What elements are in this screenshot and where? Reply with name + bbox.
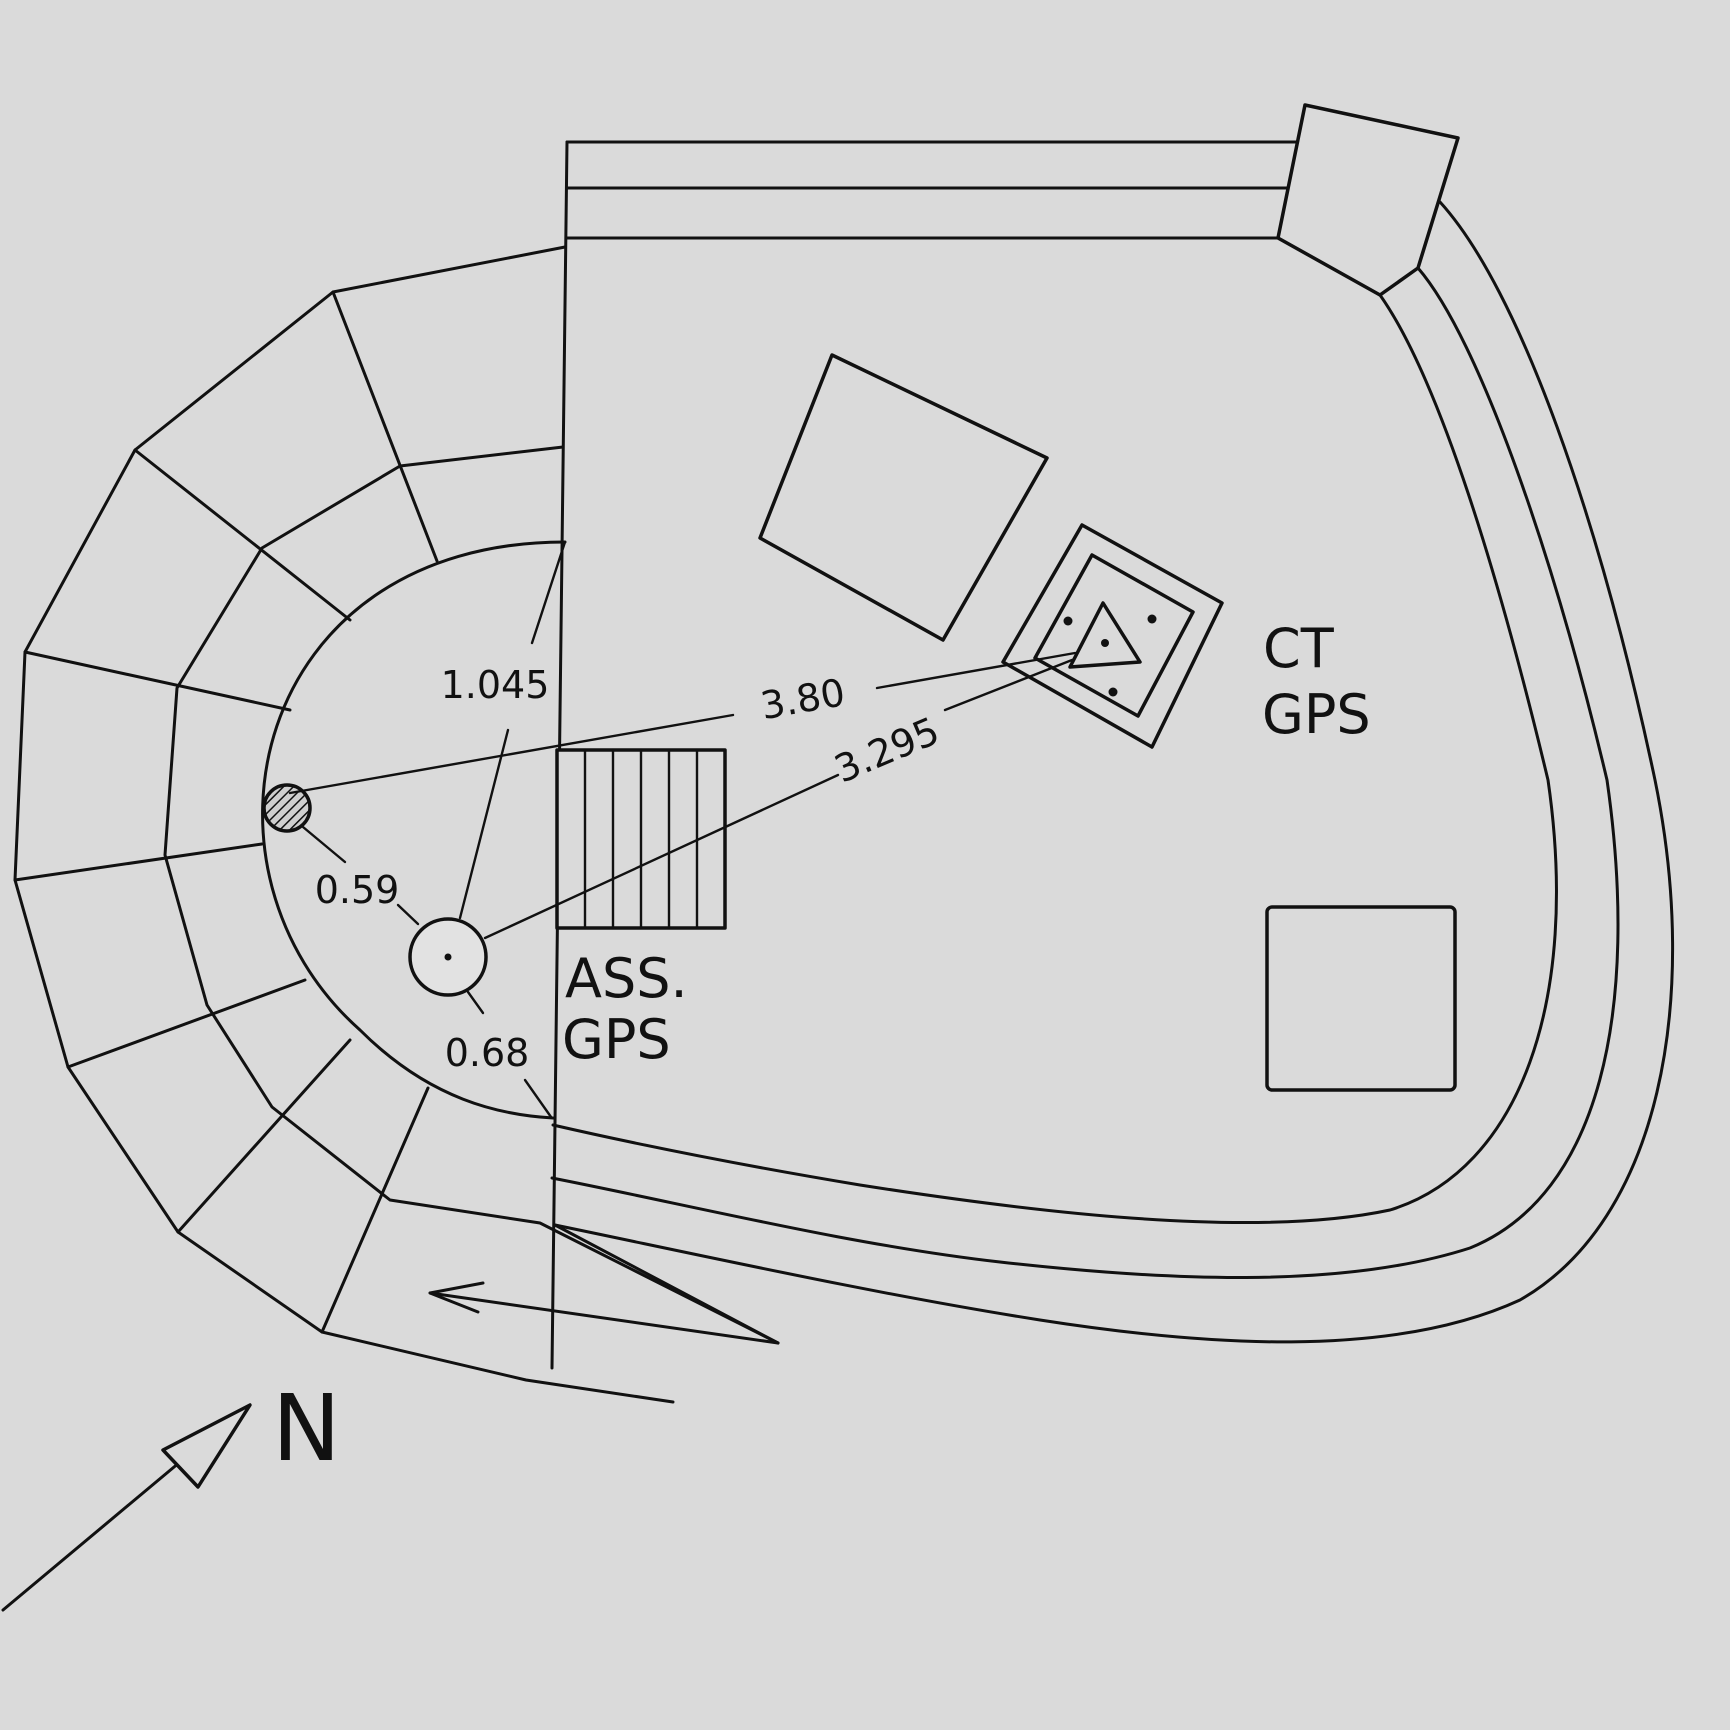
north-label: N xyxy=(272,1375,341,1482)
measurement-to-ct-gps: 3.80 xyxy=(757,670,848,728)
line-3.295-right xyxy=(943,658,1074,712)
line-3.80-left xyxy=(288,713,735,795)
radial-line xyxy=(13,842,264,882)
ct-label-line2: GPS xyxy=(1262,683,1371,746)
measurement-lines xyxy=(288,540,1077,1119)
radial-line xyxy=(331,290,439,563)
ass-label-line2: GPS xyxy=(562,1008,671,1071)
line-0.68-bottom xyxy=(523,1078,553,1119)
ct-center-dot xyxy=(1101,639,1109,647)
ass-gps-benchmark xyxy=(408,917,488,997)
measurement-radius: 1.045 xyxy=(441,663,550,707)
measurement-to-wall: 0.68 xyxy=(445,1031,530,1075)
corner-tower xyxy=(1276,103,1460,297)
radial-line xyxy=(320,1086,430,1334)
north-arrow-shaft xyxy=(1,1460,182,1612)
pillar-bolt xyxy=(1147,614,1157,624)
inner-semicircle-platform xyxy=(261,540,567,1120)
line-0.59-bottom xyxy=(396,903,420,926)
ass-center-dot xyxy=(444,953,452,961)
right-wall-inner xyxy=(551,293,1558,1225)
right-wall-outer xyxy=(553,200,1675,1344)
hatched-circle-icon xyxy=(262,783,312,833)
measurement-to-hatched-marker: 0.59 xyxy=(315,868,400,912)
square-block-upper xyxy=(758,353,1049,642)
north-arrow-head xyxy=(161,1403,252,1489)
radial-line xyxy=(133,448,352,622)
ct-gps-benchmark xyxy=(1001,523,1224,749)
north-arrow-icon xyxy=(1,1403,252,1612)
direction-arrow-head xyxy=(428,1281,485,1314)
line-3.80-right xyxy=(875,651,1077,690)
outer-ring-boundary xyxy=(13,245,675,1404)
radial-line xyxy=(23,650,292,712)
middle-ring-boundary xyxy=(163,445,780,1345)
direction-arrow-shaft xyxy=(428,1291,780,1345)
outer-terrace xyxy=(13,245,780,1404)
line-0.59-top xyxy=(301,825,347,864)
line-1.045-bottom xyxy=(458,728,510,920)
radial-line xyxy=(66,978,307,1069)
right-wall-middle xyxy=(550,266,1620,1279)
triangle-benchmark-icon xyxy=(1068,601,1142,669)
stair-edge xyxy=(553,1223,780,1345)
line-1.045-top xyxy=(530,540,567,645)
pillar-bolt xyxy=(1063,616,1073,626)
radial-line xyxy=(176,1038,352,1234)
pillar-bolt xyxy=(1108,687,1118,697)
ass-label-line1: ASS. xyxy=(565,947,688,1010)
line-3.295-left xyxy=(483,773,840,940)
arrow-left-icon xyxy=(428,1281,780,1345)
square-block-lower xyxy=(1265,905,1457,1092)
measurement-ass-to-ct: 3.295 xyxy=(828,709,945,792)
main-enclosure xyxy=(550,103,1675,1370)
ct-label-line1: CT xyxy=(1263,617,1335,680)
line-0.68-top xyxy=(466,990,485,1015)
